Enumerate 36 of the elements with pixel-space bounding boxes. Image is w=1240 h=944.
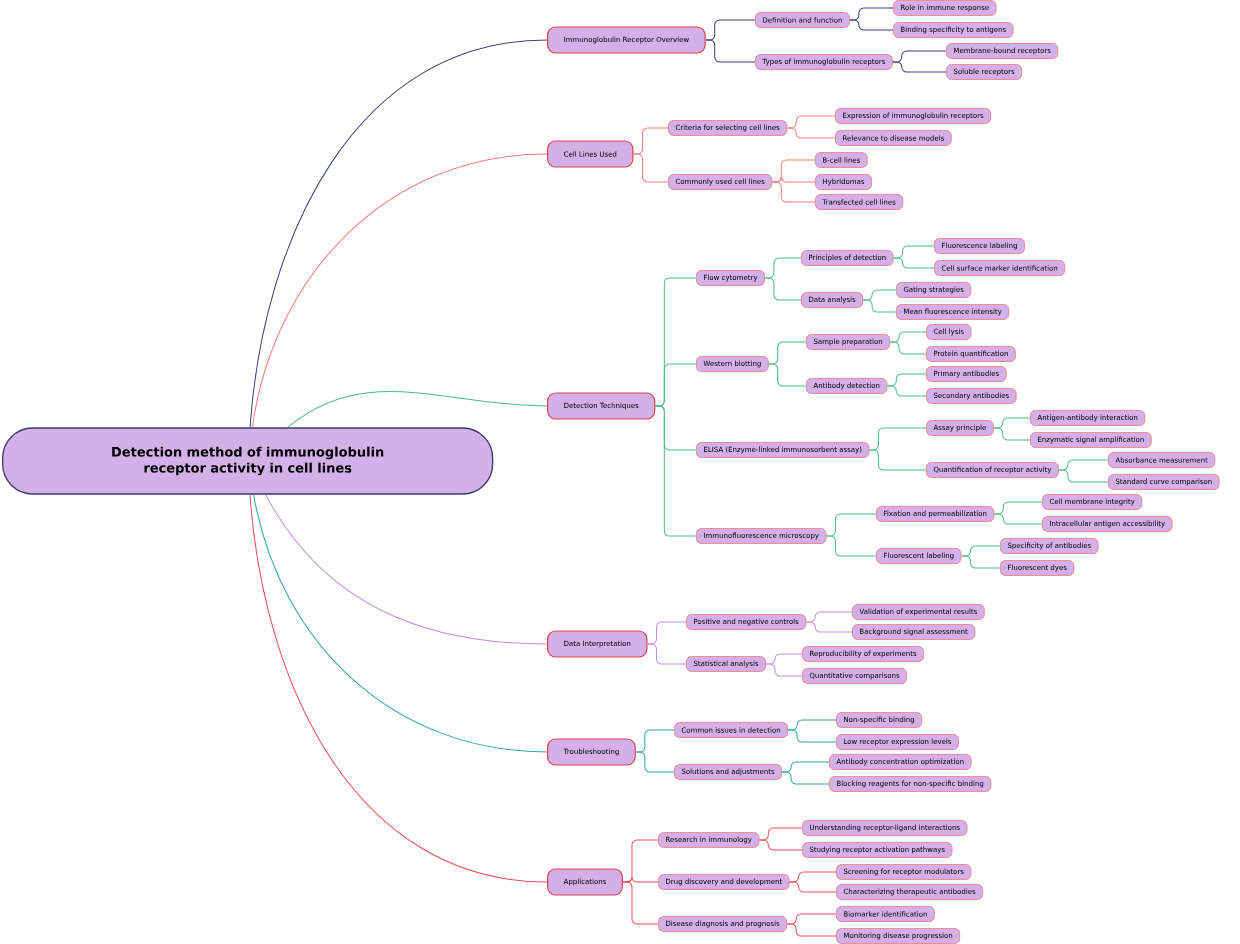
branch-connector [993,513,1043,525]
branch-connector [781,771,830,785]
branch-curve [249,494,548,883]
branch-curve [253,494,548,753]
branch-connector [758,839,803,851]
branch-connector [654,405,697,537]
branch-connector [825,535,877,557]
branch-connector [768,363,807,387]
branch-connector [705,39,756,63]
branch-curve [251,153,548,428]
branch-connector [647,643,687,665]
branch-connector [764,277,802,301]
branch-connector [961,555,1001,569]
branch-connector [633,153,669,183]
branch-curve [249,39,548,428]
branch-connector [886,385,927,397]
branch-connector [635,751,675,773]
branch-connector [789,881,837,893]
branch-connector [892,61,947,73]
branch-connector [771,181,816,203]
branch-connector [786,923,837,937]
branch-curve [287,391,548,428]
branch-connector [868,449,927,471]
branch-connector [889,341,927,355]
central-topic: Detection method of immunoglobulin receptor activity in cell lines [2,427,494,495]
branch-connector [786,127,836,139]
branch-connector [765,663,803,677]
branch-connector [805,621,853,633]
branch-connector [849,19,894,31]
branch-connector [862,299,897,313]
branch-connector [993,427,1031,441]
branch-connector [1058,469,1109,483]
branch-curve [265,494,548,645]
branch-connector [893,257,935,269]
branch-connector [787,729,837,743]
branch-connector [622,881,659,925]
